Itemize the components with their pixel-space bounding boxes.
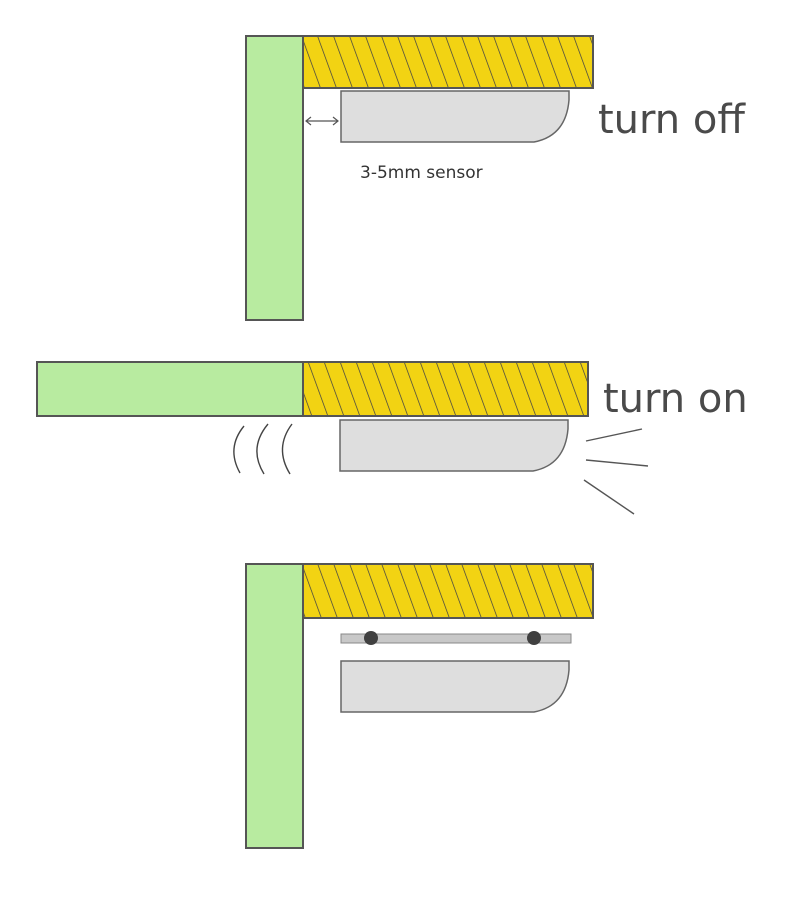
sensor-light [340,90,570,143]
turn-off-label: turn off [598,97,746,143]
door-vertical [245,35,304,321]
signal-waves-icon [233,423,293,475]
door-vertical [245,563,304,849]
panel-installation [245,563,594,849]
cabinet-shelf [302,361,589,417]
screw-icon [527,631,541,645]
panel-turn-on: turn on [36,361,748,515]
cabinet-shelf [302,35,594,89]
panel-turn-off: 3-5mm sensor turn off [245,35,746,321]
screw-icon [364,631,378,645]
sensor-light [339,419,569,472]
turn-on-label: turn on [603,376,748,422]
mounting-rail [340,631,572,645]
sensor-light [340,660,570,713]
light-rays-icon [583,428,649,515]
gap-label: 3-5mm sensor [360,163,483,183]
cabinet-shelf [302,563,594,619]
gap-arrow [305,116,339,126]
door-horizontal [36,361,304,417]
